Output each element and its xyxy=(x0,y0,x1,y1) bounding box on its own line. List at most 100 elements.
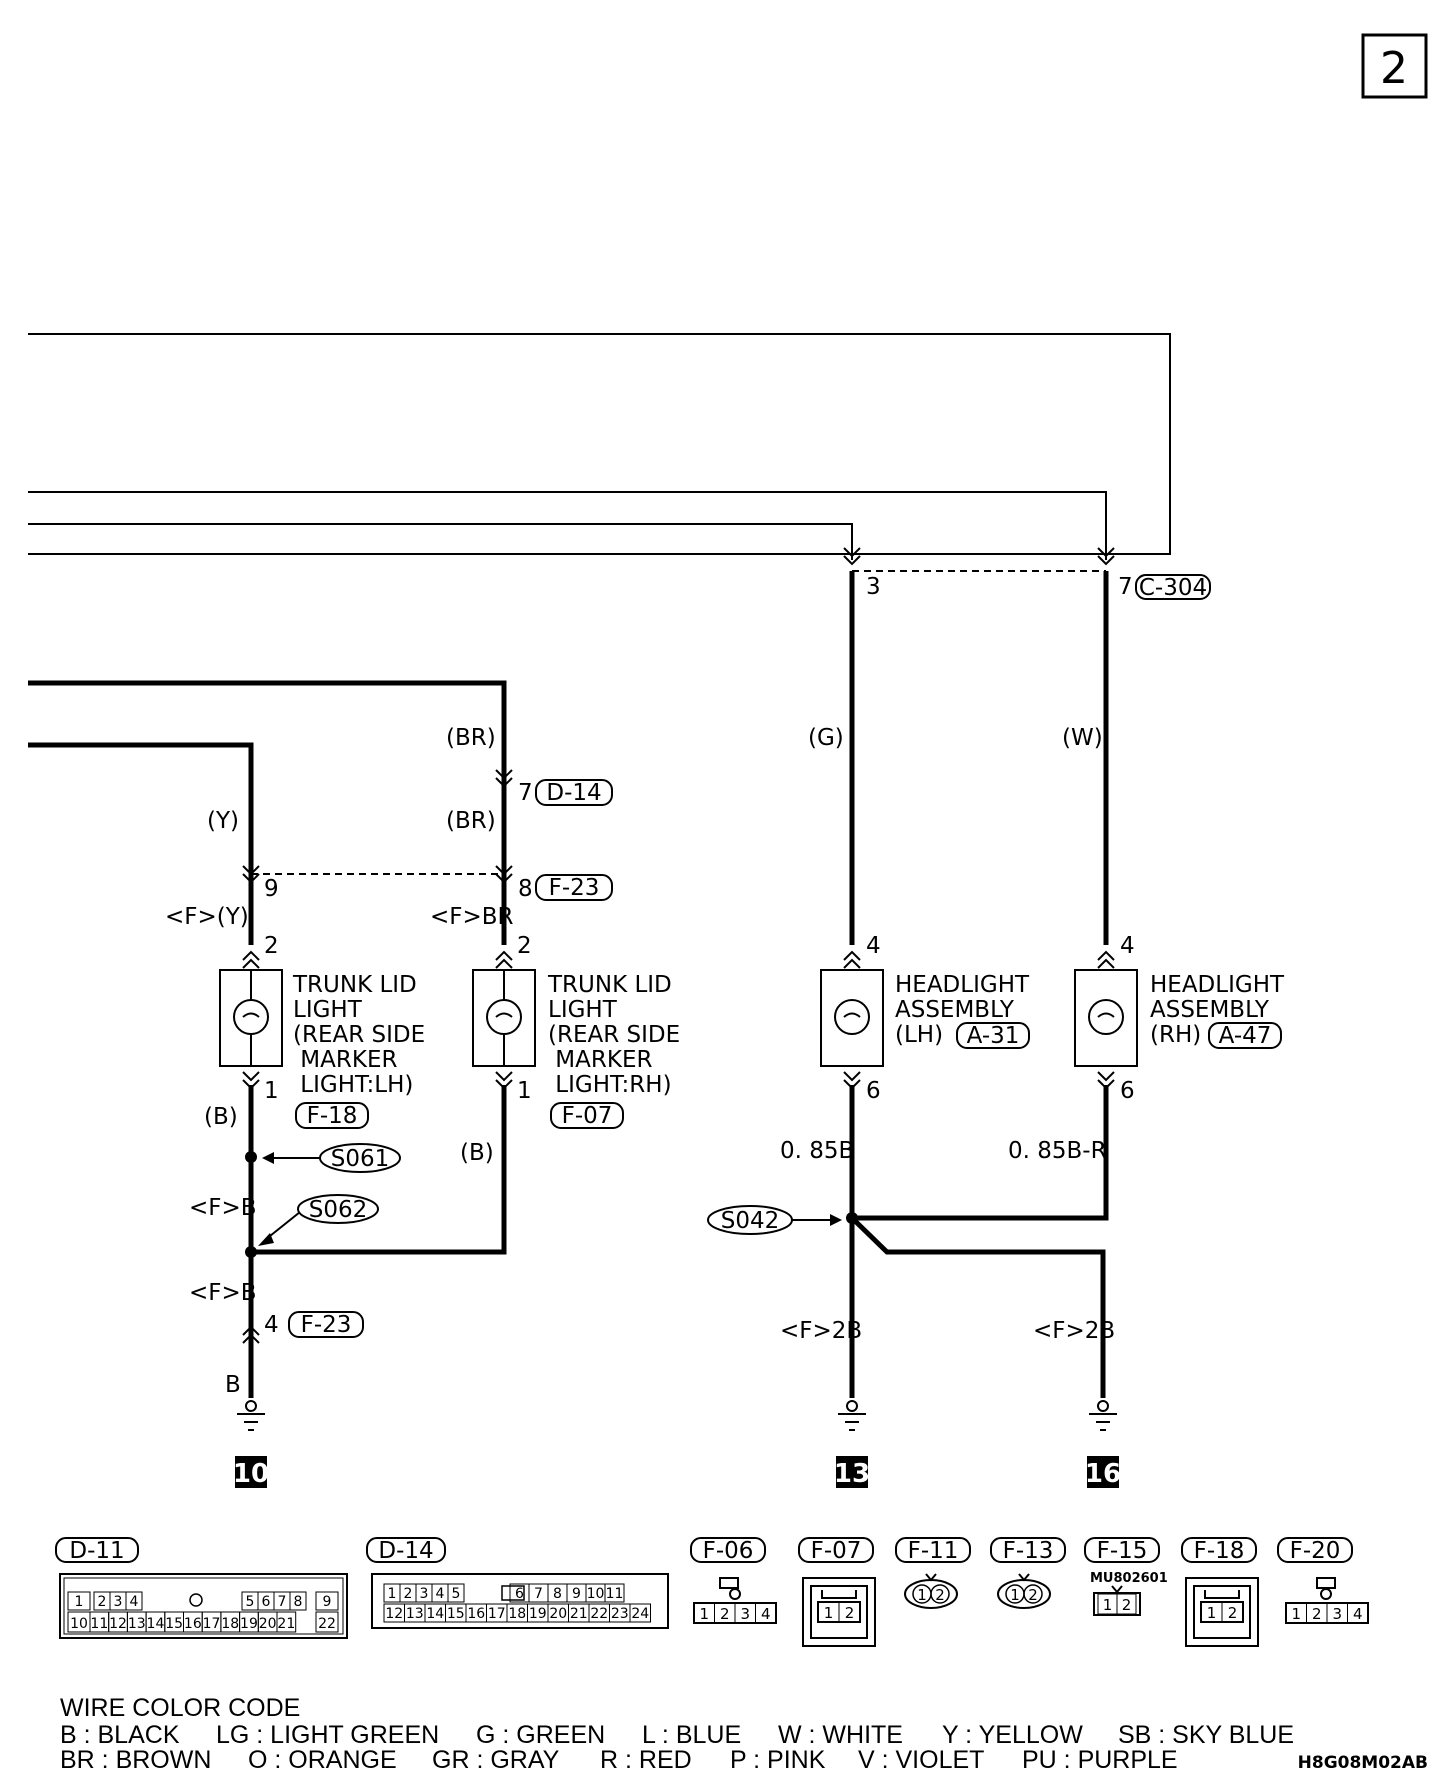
f13-pin-2-ring xyxy=(1023,1584,1043,1604)
d14-pin-5: 5 xyxy=(452,1586,461,1602)
pin-d14-7: 7 xyxy=(518,780,533,806)
tag-f18: F-18 xyxy=(307,1103,358,1129)
d11-pin-21-cell xyxy=(276,1611,297,1633)
d11-pin-6: 6 xyxy=(262,1594,271,1610)
view-f15-label: F-15 xyxy=(1097,1538,1148,1564)
f11-pin-2: 2 xyxy=(935,1586,945,1604)
tag-c304: C-304 xyxy=(1139,575,1207,601)
ground-10-label: 10 xyxy=(233,1459,269,1489)
f20-pin-3: 3 xyxy=(1332,1605,1342,1623)
d11-pin-9: 9 xyxy=(323,1594,332,1610)
d14-pin-18: 18 xyxy=(508,1606,526,1622)
headlight-assembly-lh: 4 HEADLIGHT ASSEMBLY (LH) A-31 6 xyxy=(820,933,1030,1104)
view-f11-label: F-11 xyxy=(908,1538,959,1564)
trunk-lh-line-3: (REAR SIDE xyxy=(293,1022,425,1048)
d11-pin-8-cell xyxy=(289,1591,307,1611)
d11-pin-5: 5 xyxy=(246,1594,255,1610)
d11-pin-8: 8 xyxy=(294,1594,303,1610)
pin-tl-lh-2: 2 xyxy=(264,933,279,959)
legend-row2-3: R : RED xyxy=(600,1746,692,1774)
pin-f23-4: 4 xyxy=(264,1312,279,1338)
pin-f23-8: 8 xyxy=(518,876,533,902)
d11-pin-1-cell xyxy=(67,1591,91,1611)
legend-row1-3: L : BLUE xyxy=(642,1721,741,1749)
d11-pin-19: 19 xyxy=(240,1616,258,1632)
trunk-rh-line-3: (REAR SIDE xyxy=(548,1022,680,1048)
d14-pin-20: 20 xyxy=(549,1606,567,1622)
label-g: (G) xyxy=(808,725,844,751)
f13-pin-1: 1 xyxy=(1010,1586,1020,1604)
view-f20-label: F-20 xyxy=(1290,1538,1341,1564)
pin-c304-7: 7 xyxy=(1118,574,1133,600)
label-085b: 0. 85B xyxy=(780,1138,854,1164)
f07-pin-2-cell xyxy=(838,1601,861,1623)
f06-pin-3: 3 xyxy=(740,1605,750,1623)
trunk-rh-line-4: MARKER xyxy=(548,1047,652,1073)
splice-s042: S042 xyxy=(707,1205,858,1235)
wire-labels: (BR) (BR) (Y) <F>(Y) <F>BR (B) (B) <F>B … xyxy=(165,725,1115,1398)
d14-pin-23: 23 xyxy=(611,1606,629,1622)
legend-row2-6: PU : PURPLE xyxy=(1022,1746,1178,1774)
f11-pin-1: 1 xyxy=(917,1586,927,1604)
label-y-left: (Y) xyxy=(207,808,239,834)
f06-pin-4-cell xyxy=(755,1602,777,1624)
pin-hl-rh-6: 6 xyxy=(1120,1078,1135,1104)
label-f-y: <F>(Y) xyxy=(165,904,249,930)
d14-pin-5-cell xyxy=(447,1583,465,1603)
pin-tl-rh-1: 1 xyxy=(517,1078,532,1104)
trunk-lh-line-1: TRUNK LID xyxy=(292,972,417,998)
top-wires xyxy=(28,333,1171,560)
d14-pin-9: 9 xyxy=(572,1586,581,1602)
d11-pin-13: 13 xyxy=(128,1616,146,1632)
f07-pin-1: 1 xyxy=(824,1604,834,1622)
splice-s062-label: S062 xyxy=(309,1197,368,1223)
d11-pin-14: 14 xyxy=(147,1616,165,1632)
d14-pin-24: 24 xyxy=(631,1606,649,1622)
d11-pin-22-cell xyxy=(315,1611,339,1633)
legend-row1-6: SB : SKY BLUE xyxy=(1118,1721,1294,1749)
tag-a47: A-47 xyxy=(1219,1023,1272,1049)
d14-pin-2: 2 xyxy=(404,1586,413,1602)
f06-pin-1: 1 xyxy=(699,1605,709,1623)
tag-f23-bottom: F-23 xyxy=(301,1312,352,1338)
page-number-box: 2 xyxy=(1361,33,1428,99)
wires-headlight-lh xyxy=(849,571,1106,1398)
left-connector-labels: 7 D-14 8 F-23 9 2 2 1 1 F-18 F-07 4 F-23 xyxy=(264,779,624,1338)
f06-pin-2: 2 xyxy=(720,1605,730,1623)
d11-pin-17: 17 xyxy=(203,1616,221,1632)
d11-pin-22: 22 xyxy=(318,1616,336,1632)
pin-tl-rh-2: 2 xyxy=(517,933,532,959)
label-b-left: (B) xyxy=(204,1104,238,1130)
view-f18-label: F-18 xyxy=(1194,1538,1245,1564)
trunk-lh-line-5: LIGHT:LH) xyxy=(293,1072,413,1098)
label-f-b-2: <F>B xyxy=(189,1280,257,1306)
d11-key-mark xyxy=(189,1593,203,1607)
d14-pin-8: 8 xyxy=(553,1586,562,1602)
view-f07-label: F-07 xyxy=(811,1538,862,1564)
d11-pin-1: 1 xyxy=(75,1594,84,1610)
f06-pin-4: 4 xyxy=(761,1605,771,1623)
f18-pin-2-cell xyxy=(1221,1601,1244,1623)
label-f2b-right: <F>2B xyxy=(1033,1318,1115,1344)
view-f13-label: F-13 xyxy=(1003,1538,1054,1564)
d14-pin-19: 19 xyxy=(529,1606,547,1622)
ground-16: 16 xyxy=(1085,1400,1121,1489)
pin-tl-lh-1: 1 xyxy=(264,1078,279,1104)
d14-pin-13: 13 xyxy=(406,1606,424,1622)
trunk-lid-light-lh: TRUNK LID LIGHT (REAR SIDE MARKER LIGHT:… xyxy=(219,969,425,1098)
f18-pin-1: 1 xyxy=(1207,1604,1217,1622)
f15-pin-1: 1 xyxy=(1103,1596,1113,1614)
d11-pin-7: 7 xyxy=(278,1594,287,1610)
tag-f23-top: F-23 xyxy=(549,875,600,901)
ground-13-label: 13 xyxy=(834,1459,870,1489)
trunk-rh-line-1: TRUNK LID xyxy=(547,972,672,998)
d14-pin-3: 3 xyxy=(420,1586,429,1602)
d11-pin-15: 15 xyxy=(165,1616,183,1632)
trunk-rh-line-2: LIGHT xyxy=(548,997,618,1023)
splice-s061-label: S061 xyxy=(331,1146,390,1172)
trunk-lh-line-2: LIGHT xyxy=(293,997,363,1023)
